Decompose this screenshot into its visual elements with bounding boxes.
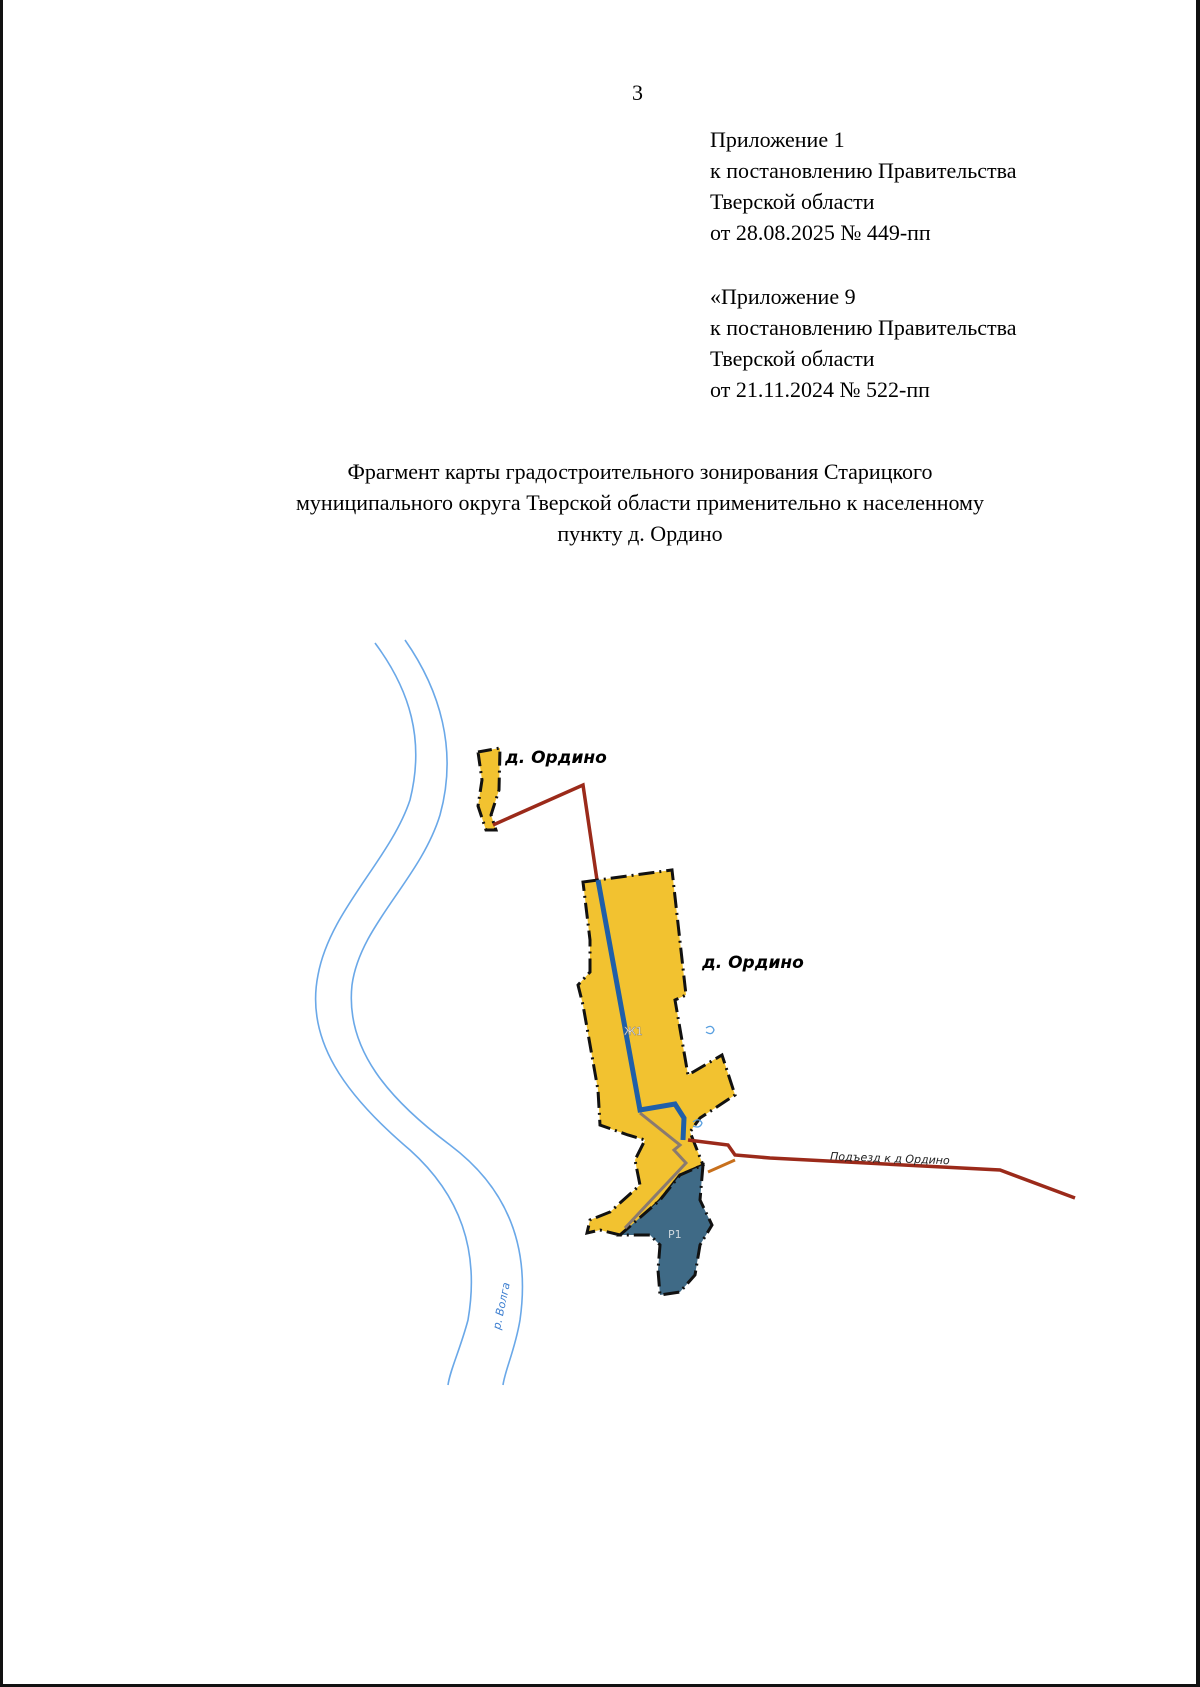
residential-zone-zh1: [576, 868, 737, 1237]
title-line: пункту д. Ордино: [557, 521, 723, 546]
appendix-9-header: «Приложение 9 к постановлению Правительс…: [710, 281, 1016, 405]
zone-label-zh1: Ж1: [624, 1025, 643, 1038]
settlement-label-main: д. Ордино: [701, 953, 804, 973]
internal-street: [623, 1111, 689, 1230]
access-road: [687, 1138, 1076, 1200]
river-left-bank: [314, 642, 473, 1386]
appendix-1-header: Приложение 1 к постановлению Правительст…: [710, 124, 1016, 248]
settlement-label-north: д. Ордино: [504, 748, 607, 768]
page-number: 3: [632, 80, 643, 105]
river-right-bank: [350, 639, 524, 1386]
appendix-line: к постановлению Правительства: [710, 158, 1017, 183]
appendix-line: Тверской области: [710, 346, 875, 371]
title-line: Фрагмент карты градостроительного зониро…: [347, 459, 933, 484]
road-north: [492, 782, 599, 881]
pond-icon: [705, 1025, 715, 1035]
title-line: муниципального округа Тверской области п…: [296, 490, 984, 515]
river-label: р. Волга: [490, 1281, 513, 1332]
appendix-line: от 28.08.2025 № 449-пп: [710, 220, 931, 245]
scan-edge-left: [0, 0, 3, 1687]
scan-edge-right: [1196, 0, 1200, 1687]
road-label: Подъезд к д Ордино: [830, 1150, 950, 1167]
document-title: Фрагмент карты градостроительного зониро…: [150, 456, 1130, 549]
zone-label-r1: Р1: [668, 1228, 682, 1241]
settlement-zone-north: [476, 746, 502, 832]
water-line: [595, 879, 687, 1141]
appendix-line: к постановлению Правительства: [710, 315, 1017, 340]
scan-edge-bottom: [0, 1684, 1200, 1687]
access-road-link: [707, 1158, 736, 1174]
appendix-line: «Приложение 9: [710, 284, 856, 309]
appendix-line: Приложение 1: [710, 127, 845, 152]
pond-icon: [692, 1119, 703, 1128]
appendix-line: от 21.11.2024 № 522-пп: [710, 377, 930, 402]
appendix-line: Тверской области: [710, 189, 875, 214]
recreation-zone-r1: [616, 1162, 714, 1297]
